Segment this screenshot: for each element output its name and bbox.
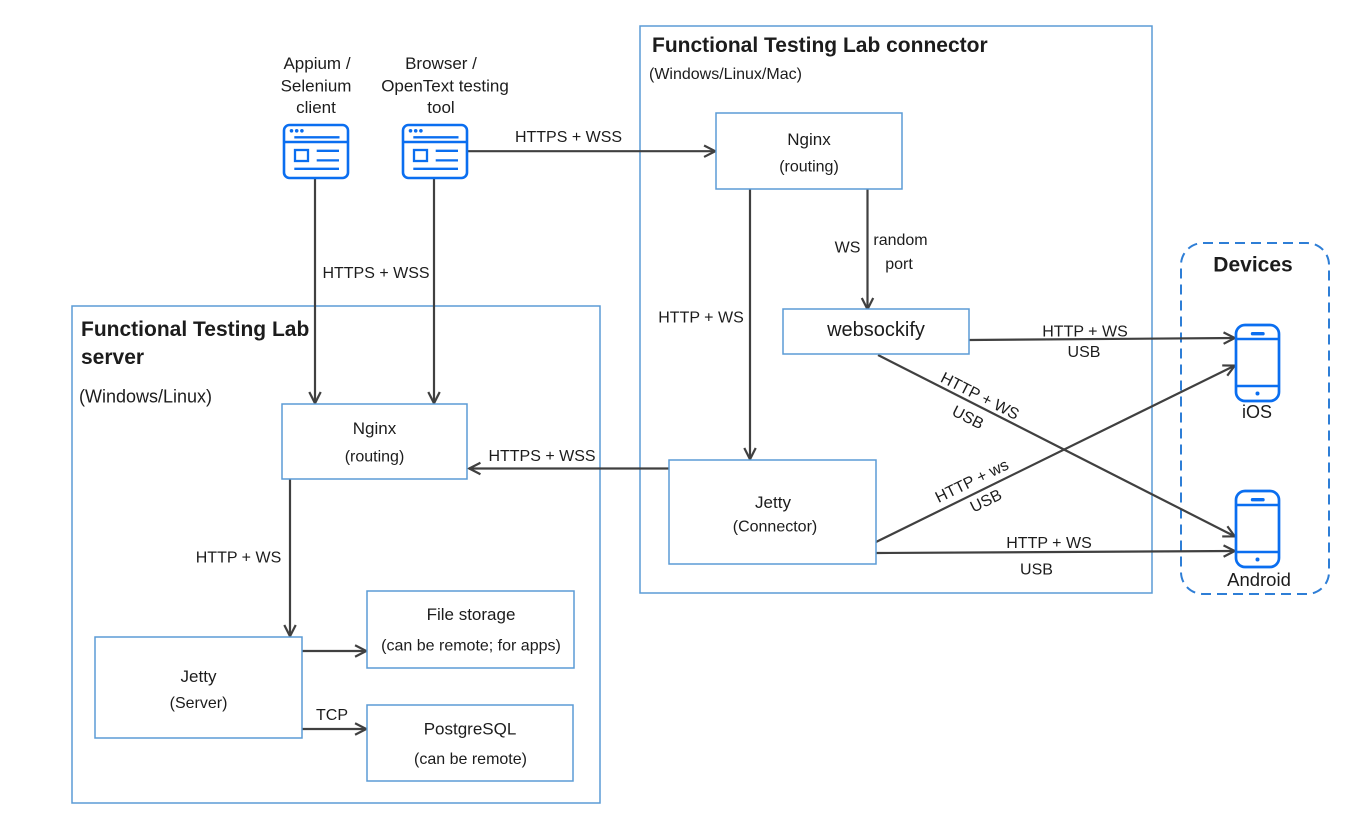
svg-text:Selenium: Selenium (281, 77, 352, 96)
svg-text:iOS: iOS (1242, 402, 1272, 422)
svg-text:OpenText testing: OpenText testing (381, 77, 509, 96)
svg-text:(routing): (routing) (779, 159, 839, 176)
svg-text:File storage: File storage (427, 605, 516, 624)
svg-text:Nginx: Nginx (787, 130, 831, 149)
svg-text:port: port (885, 256, 913, 273)
svg-text:(Windows/Linux): (Windows/Linux) (79, 387, 212, 407)
svg-text:(Connector): (Connector) (733, 519, 817, 536)
svg-text:HTTPS + WSS: HTTPS + WSS (322, 265, 429, 282)
svg-text:Nginx: Nginx (353, 419, 397, 438)
svg-text:Browser /: Browser / (405, 54, 477, 73)
svg-text:random: random (873, 232, 927, 249)
svg-text:HTTP + WS: HTTP + WS (1042, 324, 1128, 341)
svg-text:USB: USB (1020, 562, 1053, 579)
svg-text:USB: USB (1068, 344, 1101, 361)
svg-text:server: server (81, 346, 144, 369)
svg-text:websockify: websockify (826, 319, 925, 341)
svg-text:TCP: TCP (316, 707, 348, 724)
svg-text:Appium /: Appium / (283, 54, 350, 73)
svg-text:Devices: Devices (1213, 254, 1292, 277)
svg-text:HTTPS + WSS: HTTPS + WSS (488, 448, 595, 465)
svg-text:(routing): (routing) (345, 449, 405, 466)
svg-text:HTTP + WS: HTTP + WS (658, 310, 744, 327)
svg-text:(can be remote; for apps): (can be remote; for apps) (381, 638, 561, 655)
svg-text:Jetty: Jetty (181, 667, 217, 686)
svg-text:HTTP + WS: HTTP + WS (1006, 535, 1092, 552)
svg-text:(can be remote): (can be remote) (414, 751, 527, 768)
svg-text:WS: WS (835, 240, 861, 257)
svg-text:tool: tool (427, 98, 454, 117)
svg-text:(Server): (Server) (170, 695, 228, 712)
svg-text:Android: Android (1227, 569, 1291, 590)
svg-text:client: client (296, 98, 336, 117)
svg-text:PostgreSQL: PostgreSQL (424, 720, 517, 739)
svg-text:(Windows/Linux/Mac): (Windows/Linux/Mac) (649, 66, 802, 83)
svg-text:HTTP + WS: HTTP + WS (196, 550, 282, 567)
svg-text:HTTPS + WSS: HTTPS + WSS (515, 129, 622, 146)
svg-text:Functional Testing Lab connect: Functional Testing Lab connector (652, 34, 988, 57)
svg-text:Jetty: Jetty (755, 493, 791, 512)
svg-text:Functional Testing Lab: Functional Testing Lab (81, 318, 309, 341)
